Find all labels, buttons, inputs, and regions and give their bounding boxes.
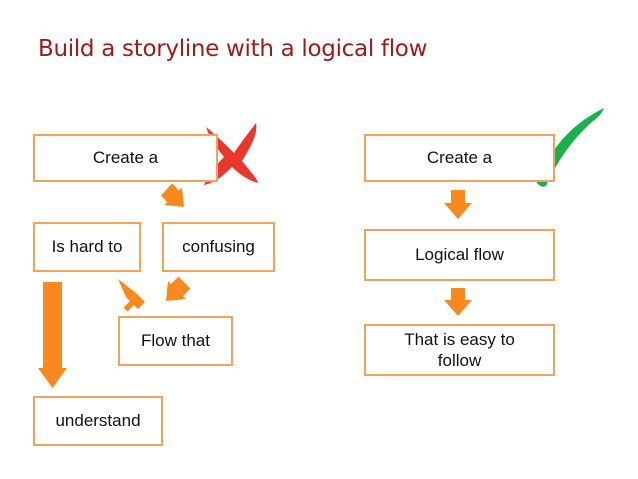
slide-title: Build a storyline with a logical flow [38,36,428,62]
box-is-hard-to: Is hard to [33,222,141,272]
box-create-bad: Create a [33,134,218,182]
box-logical-flow: Logical flow [364,229,555,281]
arrow-is-hard-to-understand [38,282,67,388]
box-understand: understand [33,396,163,446]
arrow-confusing-to-flow-that [166,276,191,301]
box-flow-that: Flow that [118,316,233,366]
arrow-flow-that-to-is-hard [118,279,145,312]
arrow-create-to-logical [444,190,472,219]
box-create-good: Create a [364,134,555,182]
box-confusing: confusing [162,222,275,272]
arrow-logical-to-easy [444,288,472,316]
check-icon [524,108,604,187]
arrow-create-to-confusing [161,183,184,207]
box-easy-to-follow: That is easy to follow [364,324,555,376]
